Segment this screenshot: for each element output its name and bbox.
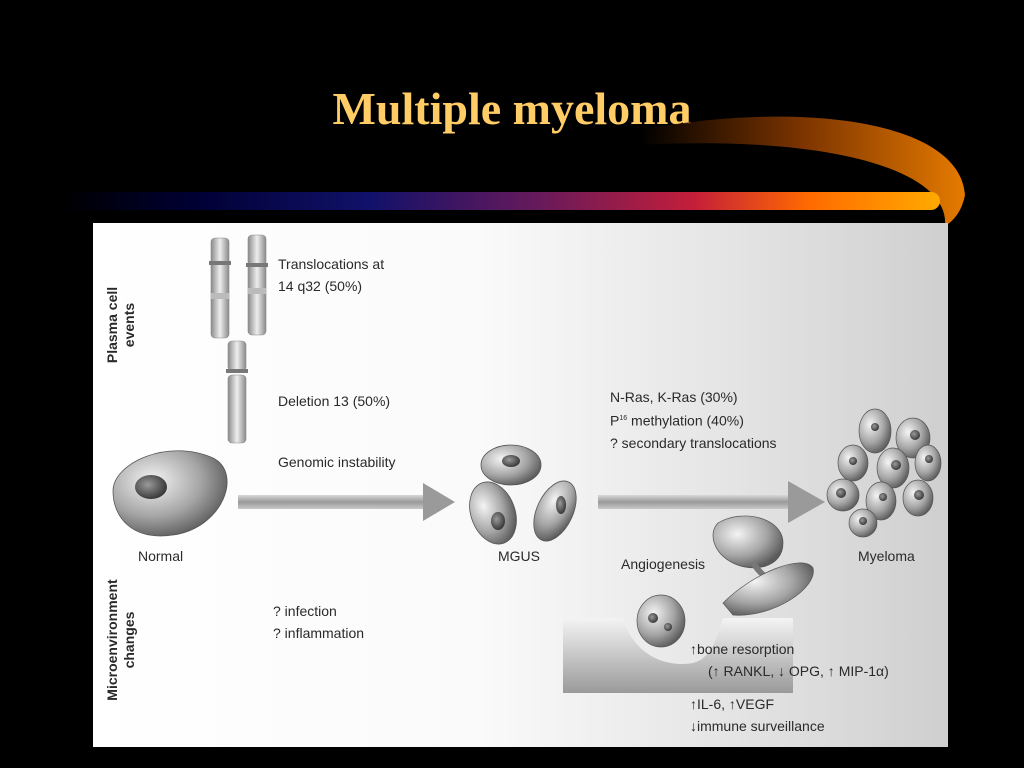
- bone-resorption-label: ↑bone resorption (↑ RANKL, ↓ OPG, ↑ MIP-…: [690, 641, 889, 679]
- slide-title: Multiple myeloma: [332, 83, 692, 134]
- angiogenesis-vessel-icon: [712, 515, 814, 616]
- normal-cell-icon: [112, 450, 228, 537]
- arrow-normal-to-mgus-icon: [238, 483, 455, 521]
- myeloma-cells-icon: [826, 408, 942, 538]
- decorative-swoosh: [60, 116, 965, 226]
- mgus-cells-icon: [469, 444, 577, 545]
- stage-mgus-label: MGUS: [498, 548, 540, 564]
- chromosome-pair-icon: [209, 234, 268, 339]
- angiogenesis-label: Angiogenesis: [621, 556, 706, 572]
- deleted-chromosome-icon: [226, 340, 248, 444]
- cytokine-immune-label: ↑IL-6, ↑VEGF ↓immune surveillance: [690, 696, 825, 734]
- bone-resorption-icon: [563, 594, 793, 693]
- diagram-artwork: [112, 234, 942, 693]
- arrow-mgus-to-myeloma-icon: [598, 481, 825, 523]
- translocations-label: Translocations at 14 q32 (50%): [278, 256, 385, 294]
- deletion-label: Deletion 13 (50%): [278, 393, 391, 409]
- genomic-instability-label: Genomic instability: [278, 454, 396, 470]
- secondary-events-label: N-Ras, K-Ras (30%) P16 methylation (40%)…: [610, 389, 777, 451]
- stage-myeloma-label: Myeloma: [858, 548, 915, 564]
- infection-inflammation-label: ? infection ? inflammation: [273, 603, 365, 641]
- plasma-cell-events-label: Plasma cell events: [104, 286, 137, 364]
- stage-normal-label: Normal: [138, 548, 184, 564]
- diagram-panel: Plasma cell events Microenvironment chan…: [93, 223, 948, 747]
- microenvironment-changes-label: Microenvironment changes: [104, 579, 137, 701]
